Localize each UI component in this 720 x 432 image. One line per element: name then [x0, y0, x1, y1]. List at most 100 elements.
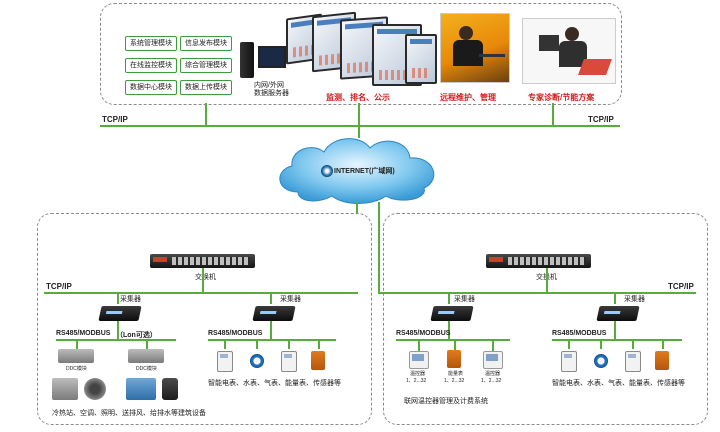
module-system-management: 系统管理模块 [125, 36, 177, 51]
server-label-line1: 内网/外网 [254, 82, 284, 89]
connector [418, 339, 420, 351]
device-label-2: 能量表 [448, 371, 464, 377]
top-tcp-bus [100, 125, 620, 127]
connector [76, 339, 78, 349]
connector [546, 268, 548, 292]
app-screen-icon [372, 24, 422, 86]
function-expert-diagnosis: 专家诊断/节能方案 [528, 93, 595, 102]
globe-icon [321, 165, 333, 177]
expert-diagnosis-photo [522, 18, 616, 84]
right-collector2-label: 采集器 [624, 296, 645, 303]
module-data-center: 数据中心模块 [125, 80, 177, 95]
connector [288, 339, 290, 349]
module-data-upload: 数据上传模块 [180, 80, 232, 95]
connector [448, 321, 450, 339]
right-bus-a-label: RS485/MODBUS [396, 330, 451, 337]
device-label-3: 温控器 [485, 371, 501, 377]
ddc-module-2 [128, 349, 164, 363]
water-meter-right [594, 354, 608, 368]
ddc-label-1: DDC模块 [66, 366, 87, 372]
internet-label: INTERNET(广域网) [334, 168, 395, 175]
left-switch-label: 交换机 [195, 274, 216, 281]
left-bus-a-label: RS485/MODBUS [56, 330, 111, 337]
connector [202, 268, 204, 292]
device-sub-2: 1、2...32 [444, 378, 465, 384]
right-collector2 [596, 306, 640, 321]
connector [378, 202, 380, 292]
top-tcp-label-left: TCP/IP [102, 115, 128, 124]
connector [614, 292, 616, 304]
energy-meter [311, 351, 325, 370]
left-bus-a-extra: （Lon可选） [116, 332, 157, 339]
connector [318, 339, 320, 349]
connector [614, 321, 616, 339]
connector [632, 339, 634, 349]
energy-meter-right [655, 351, 669, 370]
server-tower-icon [240, 42, 254, 78]
connector [117, 321, 119, 339]
connector [224, 339, 226, 349]
remote-maintenance-photo [440, 13, 510, 83]
left-rs485-bus-b [208, 339, 336, 341]
left-rs485-bus-a [56, 339, 176, 341]
chiller-equipment [52, 378, 78, 400]
connector [552, 103, 554, 125]
connector [662, 339, 664, 349]
device-label-1: 温控器 [410, 371, 426, 377]
thermostat-system-caption: 联网温控器管理及计费系统 [404, 398, 488, 405]
gas-meter [281, 351, 297, 372]
right-switch [486, 254, 591, 268]
connector [117, 292, 119, 304]
function-remote-maintenance: 远程维护、管理 [440, 93, 496, 102]
internet-cloud [279, 138, 435, 204]
connector [568, 339, 570, 349]
water-meter [250, 354, 264, 368]
electric-meter-right [561, 351, 577, 372]
connector [600, 339, 602, 349]
connector [205, 103, 207, 125]
left-tcp-bus [44, 292, 358, 294]
right-meters-caption: 智能电表、水表、气表、能量表、传感器等 [552, 380, 685, 387]
gas-meter-right [625, 351, 641, 372]
thermostat-2 [483, 351, 503, 369]
left-collector2 [252, 306, 296, 321]
connector [448, 292, 450, 304]
connector [270, 292, 272, 304]
connector [492, 339, 494, 351]
energy-meter-2 [447, 350, 461, 368]
module-integrated-management: 综合管理模块 [180, 58, 232, 73]
left-collector2-label: 采集器 [280, 296, 301, 303]
connector [270, 321, 272, 339]
connector [256, 339, 258, 349]
connector [146, 339, 148, 349]
right-building-panel [383, 213, 708, 425]
connector [358, 103, 360, 138]
electric-meter [217, 351, 233, 372]
left-collector1-label: 采集器 [120, 296, 141, 303]
device-sub-1: 1、2...32 [406, 378, 427, 384]
left-tcp-label: TCP/IP [46, 282, 72, 291]
connector [454, 339, 456, 351]
left-meters-caption: 智能电表、水表、气表、能量表、传感器等 [208, 380, 341, 387]
left-equipment-caption: 冷热站、空调、照明、送排风、给排水等建筑设备 [52, 410, 206, 417]
module-online-monitor: 在线监控模块 [125, 58, 177, 73]
pump-equipment [162, 378, 178, 400]
right-tcp-label: TCP/IP [668, 282, 694, 291]
ddc-module-1 [58, 349, 94, 363]
top-tcp-label-right: TCP/IP [588, 115, 614, 124]
right-rs485-bus-a [396, 339, 510, 341]
right-bus-b-label: RS485/MODBUS [552, 330, 607, 337]
module-info-publish: 信息发布模块 [180, 36, 232, 51]
server-monitor-icon [258, 46, 286, 68]
fan-equipment [84, 378, 106, 400]
app-screen-icon [405, 34, 437, 84]
ddc-label-2: DDC模块 [136, 366, 157, 372]
server-label-line2: 数据服务器 [254, 90, 289, 97]
left-collector1 [98, 306, 142, 321]
right-collector1 [430, 306, 474, 321]
left-bus-b-label: RS485/MODBUS [208, 330, 263, 337]
thermostat-1 [409, 351, 429, 369]
right-collector1-label: 采集器 [454, 296, 475, 303]
right-tcp-bus [378, 292, 696, 294]
